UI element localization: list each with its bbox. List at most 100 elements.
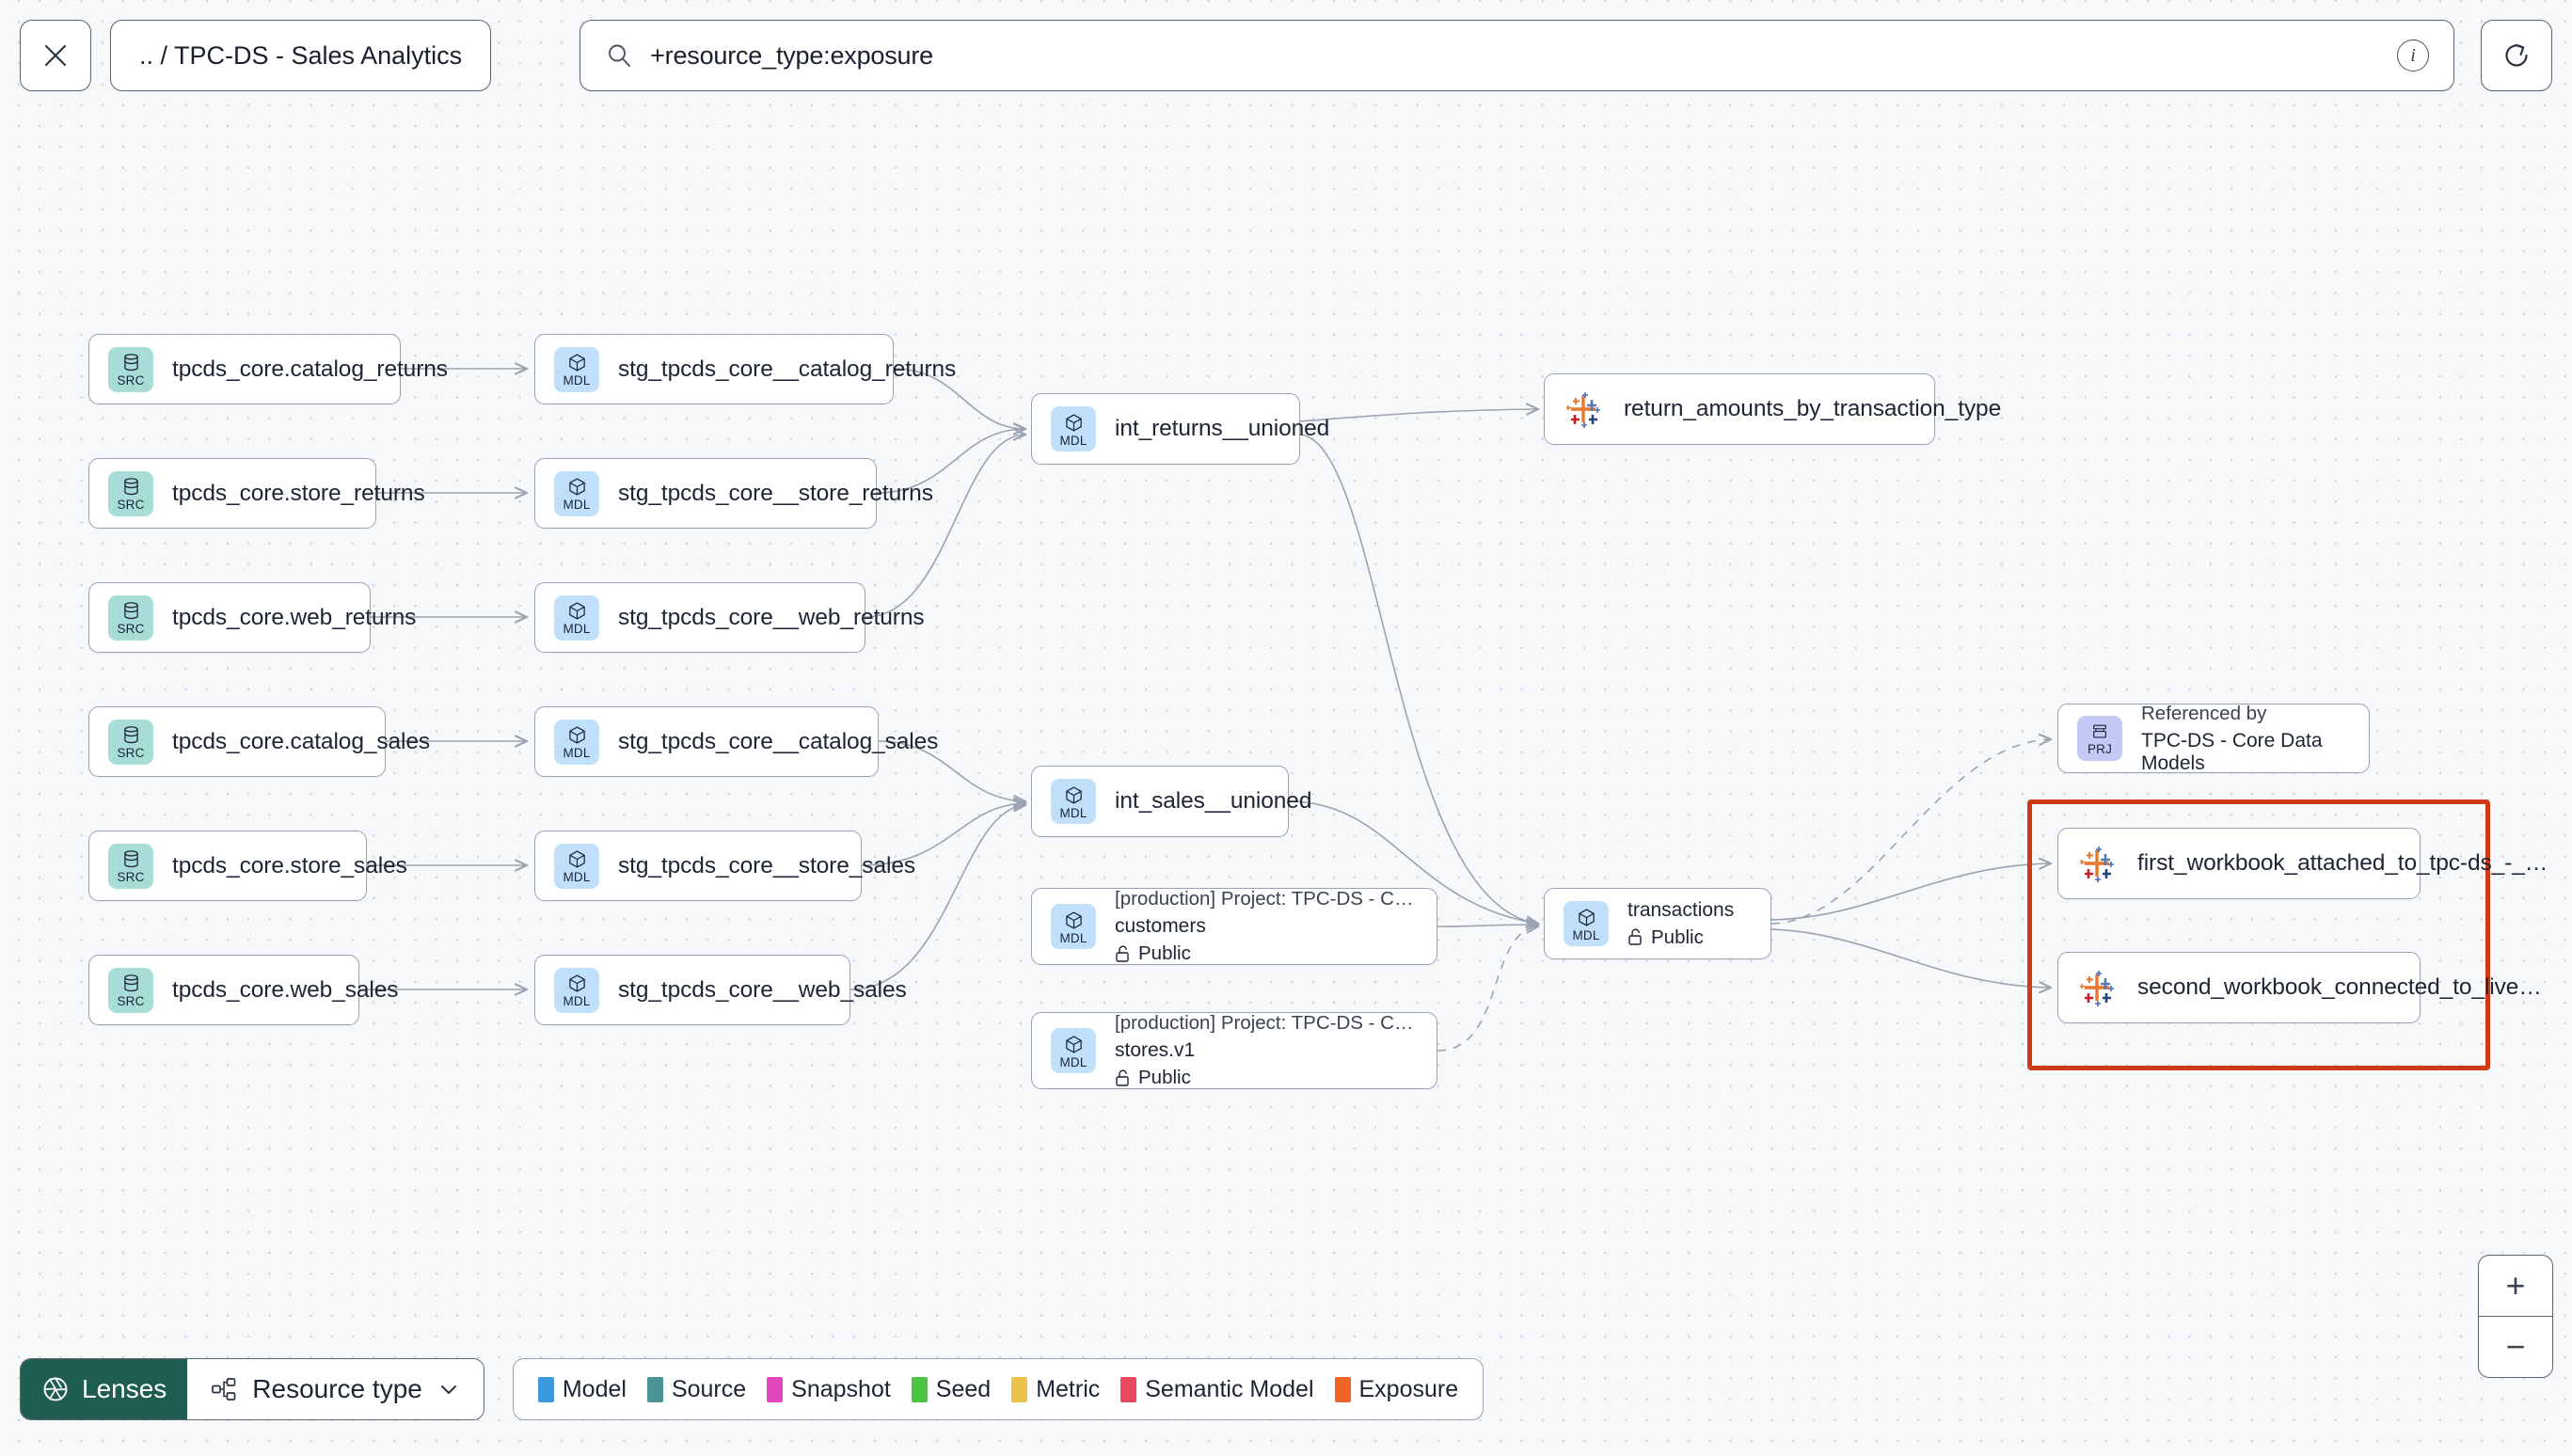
source-badge: SRC [108,594,153,641]
aperture-icon [43,1377,68,1401]
node-source-web-sales[interactable]: SRC tpcds_core.web_sales [88,955,399,1025]
node-title: stg_tpcds_core__store_returns [618,480,933,506]
node-source-catalog-returns[interactable]: SRC tpcds_core.catalog_returns [88,334,448,404]
database-icon [123,354,138,372]
source-badge: SRC [108,967,153,1013]
node-body: [production] Project: TPC-DS - Core Data… [1115,1012,1418,1089]
node-model-stg-web-sales[interactable]: MDL stg_tpcds_core__web_sales [534,955,907,1025]
top-toolbar: .. / TPC-DS - Sales Analytics i [0,0,2572,111]
legend-swatch-semantic-model [1120,1376,1137,1402]
node-model-stg-store-sales[interactable]: MDL stg_tpcds_core__store_sales [534,831,915,901]
legend-label-model: Model [562,1375,627,1402]
node-title: second_workbook_connected_to_live… [2137,974,2542,1000]
breadcrumb[interactable]: .. / TPC-DS - Sales Analytics [110,20,492,91]
cube-icon [1065,786,1082,804]
cube-icon [1065,414,1082,432]
node-title: return_amounts_by_transaction_type [1624,396,2002,421]
legend-label-metric: Metric [1036,1375,1101,1402]
bottom-toolbar: Lenses Resource type Model [20,1358,1484,1420]
source-badge: SRC [108,470,153,516]
node-project-referenced-by[interactable]: PRJ Referenced by TPC-DS - Core Data Mod… [2057,703,2370,775]
close-button[interactable] [20,20,91,91]
node-model-stg-catalog-returns[interactable]: MDL stg_tpcds_core__catalog_returns [534,334,956,404]
node-model-stg-catalog-sales[interactable]: MDL stg_tpcds_core__catalog_sales [534,706,938,777]
unlock-icon [1116,1068,1129,1086]
model-badge: MDL [554,594,599,641]
search-bar[interactable]: i [579,20,2454,91]
cube-icon [568,726,585,744]
legend-item-source[interactable]: Source [646,1375,747,1403]
node-source-catalog-sales[interactable]: SRC tpcds_core.catalog_sales [88,706,430,777]
cube-icon [568,354,585,372]
node-source-web-returns[interactable]: SRC tpcds_core.web_returns [88,582,416,653]
legend-label-snapshot: Snapshot [791,1375,891,1402]
tableau-icon [1566,392,1600,428]
node-title: stores.v1 [1115,1039,1196,1061]
node-model-customers[interactable]: MDL [production] Project: TPC-DS - Core … [1031,888,1437,965]
node-model-int-returns-unioned[interactable]: MDL int_returns__unioned [1031,393,1329,465]
node-model-stg-web-returns[interactable]: MDL stg_tpcds_core__web_returns [534,582,925,653]
node-source-store-returns[interactable]: SRC tpcds_core.store_returns [88,458,425,529]
node-exposure-return-amounts[interactable]: return_amounts_by_transaction_type [1544,373,2001,445]
lenses-label: Lenses [82,1374,167,1403]
node-body: transactions Public [1627,899,1734,949]
zoom-out-button[interactable]: − [2505,1327,2526,1366]
model-badge: MDL [1051,779,1096,824]
legend-swatch-seed [911,1376,928,1402]
model-badge: MDL [1051,904,1096,949]
legend-item-metric[interactable]: Metric [1011,1376,1100,1403]
database-icon [123,974,138,992]
legend-label-source: Source [671,1375,747,1402]
model-badge-label: MDL [563,622,591,637]
node-title: tpcds_core.store_sales [172,852,407,878]
node-exposure-second-workbook[interactable]: second_workbook_connected_to_live… [2057,952,2542,1023]
legend-item-snapshot[interactable]: Snapshot [767,1376,891,1403]
search-input[interactable] [650,40,2380,71]
node-body: Referenced by TPC-DS - Core Data Models [2141,703,2350,775]
source-badge: SRC [108,719,153,765]
cube-icon [568,602,585,620]
database-icon [123,478,138,496]
legend-item-seed[interactable]: Seed [911,1375,992,1403]
node-title: stg_tpcds_core__catalog_sales [618,728,939,754]
legend-label-exposure: Exposure [1358,1375,1459,1402]
node-title: transactions [1627,898,1735,921]
cube-icon [1065,911,1082,929]
info-icon[interactable]: i [2397,40,2429,71]
node-title: TPC-DS - Core Data Models [2141,729,2323,774]
node-model-int-sales-unioned[interactable]: MDL int_sales__unioned [1031,766,1311,837]
chevron-down-icon [440,1385,456,1394]
model-badge-label: MDL [563,746,591,761]
node-title: tpcds_core.web_sales [172,976,399,1003]
node-source-store-sales[interactable]: SRC tpcds_core.store_sales [88,831,407,901]
source-badge-label: SRC [117,622,145,637]
legend-item-model[interactable]: Model [537,1375,627,1403]
refresh-button[interactable] [2481,20,2552,91]
resource-type-dropdown[interactable]: Resource type [187,1359,484,1419]
legend-item-exposure[interactable]: Exposure [1334,1375,1459,1403]
node-referenced-by-label: Referenced by [2141,702,2267,724]
source-badge-label: SRC [117,870,145,885]
lenses-button[interactable]: Lenses [21,1359,188,1419]
legend-swatch-metric [1011,1376,1028,1402]
source-badge: SRC [108,843,153,889]
legend-label-seed: Seed [935,1375,992,1402]
node-exposure-first-workbook[interactable]: first_workbook_attached_to_tpc-ds_-_… [2057,828,2548,899]
zoom-in-button[interactable]: + [2505,1266,2526,1305]
database-icon [123,726,138,744]
node-access: Public [1115,1067,1418,1089]
model-badge: MDL [554,967,599,1013]
database-icon [123,602,138,620]
node-model-stores-v1[interactable]: MDL [production] Project: TPC-DS - Core … [1031,1012,1437,1089]
unlock-icon [1116,944,1129,962]
lens-group: Lenses Resource type [20,1358,484,1420]
node-access-label: Public [1138,1067,1191,1088]
cube-icon [568,478,585,496]
legend-item-semantic-model[interactable]: Semantic Model [1120,1376,1314,1403]
model-badge: MDL [554,843,599,889]
node-model-transactions[interactable]: MDL transactions Public [1544,888,1771,959]
legend-swatch-model [537,1376,554,1402]
node-model-stg-store-returns[interactable]: MDL stg_tpcds_core__store_returns [534,458,933,529]
